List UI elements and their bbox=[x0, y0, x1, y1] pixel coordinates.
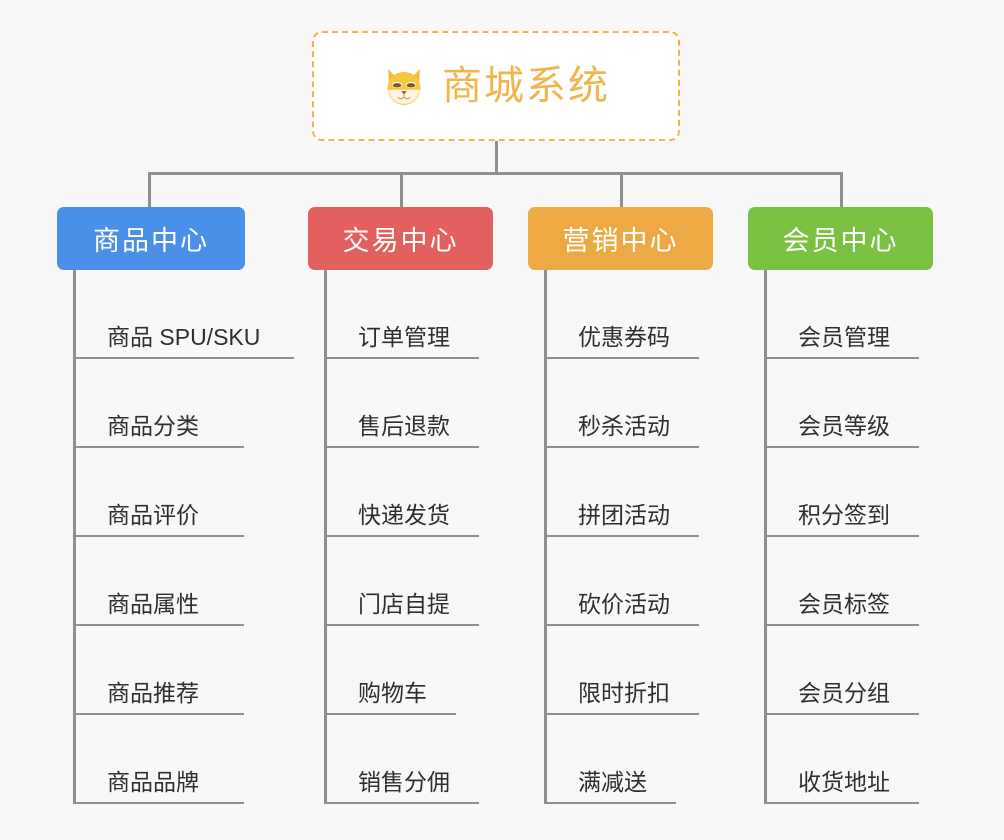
leaf-label: 销售分佣 bbox=[358, 769, 450, 795]
list-item[interactable]: 购物车 bbox=[324, 626, 456, 715]
leaf-label: 会员管理 bbox=[798, 324, 890, 350]
leaf-label: 订单管理 bbox=[358, 324, 450, 350]
category-box-1[interactable]: 交易中心 bbox=[308, 207, 493, 270]
list-item[interactable]: 商品分类 bbox=[73, 359, 244, 448]
leaf-label: 会员标签 bbox=[798, 591, 890, 617]
list-item[interactable]: 销售分佣 bbox=[324, 715, 479, 804]
list-item[interactable]: 拼团活动 bbox=[544, 448, 699, 537]
leaf-label: 门店自提 bbox=[358, 591, 450, 617]
leaf-label: 收货地址 bbox=[798, 769, 890, 795]
leaf-label: 拼团活动 bbox=[578, 502, 670, 528]
list-item[interactable]: 会员标签 bbox=[764, 537, 919, 626]
connector-drop-2 bbox=[400, 172, 403, 208]
leaf-label: 商品 SPU/SKU bbox=[107, 324, 261, 350]
category-box-0[interactable]: 商品中心 bbox=[57, 207, 245, 270]
leaf-label: 满减送 bbox=[578, 769, 647, 795]
list-item[interactable]: 收货地址 bbox=[764, 715, 919, 804]
leaf-label: 商品评价 bbox=[107, 502, 199, 528]
connector-root-stem bbox=[495, 141, 498, 174]
branch-spine-3 bbox=[764, 270, 767, 804]
root-title: 商城系统 bbox=[442, 64, 610, 108]
leaf-label: 商品品牌 bbox=[107, 769, 199, 795]
list-item[interactable]: 商品品牌 bbox=[73, 715, 244, 804]
leaf-label: 砍价活动 bbox=[578, 591, 670, 617]
list-item[interactable]: 优惠券码 bbox=[544, 270, 699, 359]
branch-spine-0 bbox=[73, 270, 76, 804]
list-item[interactable]: 会员管理 bbox=[764, 270, 919, 359]
category-label-3: 会员中心 bbox=[782, 226, 899, 256]
connector-horizontal-bus bbox=[148, 172, 843, 175]
list-item[interactable]: 会员等级 bbox=[764, 359, 919, 448]
leaf-label: 购物车 bbox=[358, 680, 427, 706]
root-node[interactable]: 商城系统 bbox=[312, 31, 680, 141]
list-item[interactable]: 限时折扣 bbox=[544, 626, 699, 715]
connector-drop-3 bbox=[620, 172, 623, 208]
list-item[interactable]: 满减送 bbox=[544, 715, 676, 804]
dog-face-icon bbox=[382, 65, 426, 109]
list-item[interactable]: 积分签到 bbox=[764, 448, 919, 537]
leaf-label: 商品推荐 bbox=[107, 680, 199, 706]
list-item[interactable]: 门店自提 bbox=[324, 537, 479, 626]
branch-spine-2 bbox=[544, 270, 547, 804]
branch-spine-1 bbox=[324, 270, 327, 804]
category-label-0: 商品中心 bbox=[93, 226, 209, 256]
list-item[interactable]: 售后退款 bbox=[324, 359, 479, 448]
connector-drop-4 bbox=[840, 172, 843, 208]
leaf-label: 商品分类 bbox=[107, 413, 199, 439]
connector-drop-1 bbox=[148, 172, 151, 208]
leaf-label: 快递发货 bbox=[358, 502, 450, 528]
leaf-label: 商品属性 bbox=[107, 591, 199, 617]
category-label-1: 交易中心 bbox=[342, 226, 459, 256]
list-item[interactable]: 快递发货 bbox=[324, 448, 479, 537]
list-item[interactable]: 商品 SPU/SKU bbox=[73, 270, 294, 359]
list-item[interactable]: 砍价活动 bbox=[544, 537, 699, 626]
leaf-label: 售后退款 bbox=[358, 413, 450, 439]
leaf-label: 优惠券码 bbox=[578, 324, 670, 350]
list-item[interactable]: 订单管理 bbox=[324, 270, 479, 359]
list-item[interactable]: 商品属性 bbox=[73, 537, 244, 626]
list-item[interactable]: 商品推荐 bbox=[73, 626, 244, 715]
list-item[interactable]: 秒杀活动 bbox=[544, 359, 699, 448]
leaf-label: 会员分组 bbox=[798, 680, 890, 706]
category-label-2: 营销中心 bbox=[562, 226, 679, 256]
leaf-label: 限时折扣 bbox=[578, 680, 670, 706]
list-item[interactable]: 商品评价 bbox=[73, 448, 244, 537]
leaf-label: 积分签到 bbox=[798, 502, 890, 528]
list-item[interactable]: 会员分组 bbox=[764, 626, 919, 715]
leaf-label: 会员等级 bbox=[798, 413, 890, 439]
category-box-3[interactable]: 会员中心 bbox=[748, 207, 933, 270]
category-box-2[interactable]: 营销中心 bbox=[528, 207, 713, 270]
leaf-label: 秒杀活动 bbox=[578, 413, 670, 439]
